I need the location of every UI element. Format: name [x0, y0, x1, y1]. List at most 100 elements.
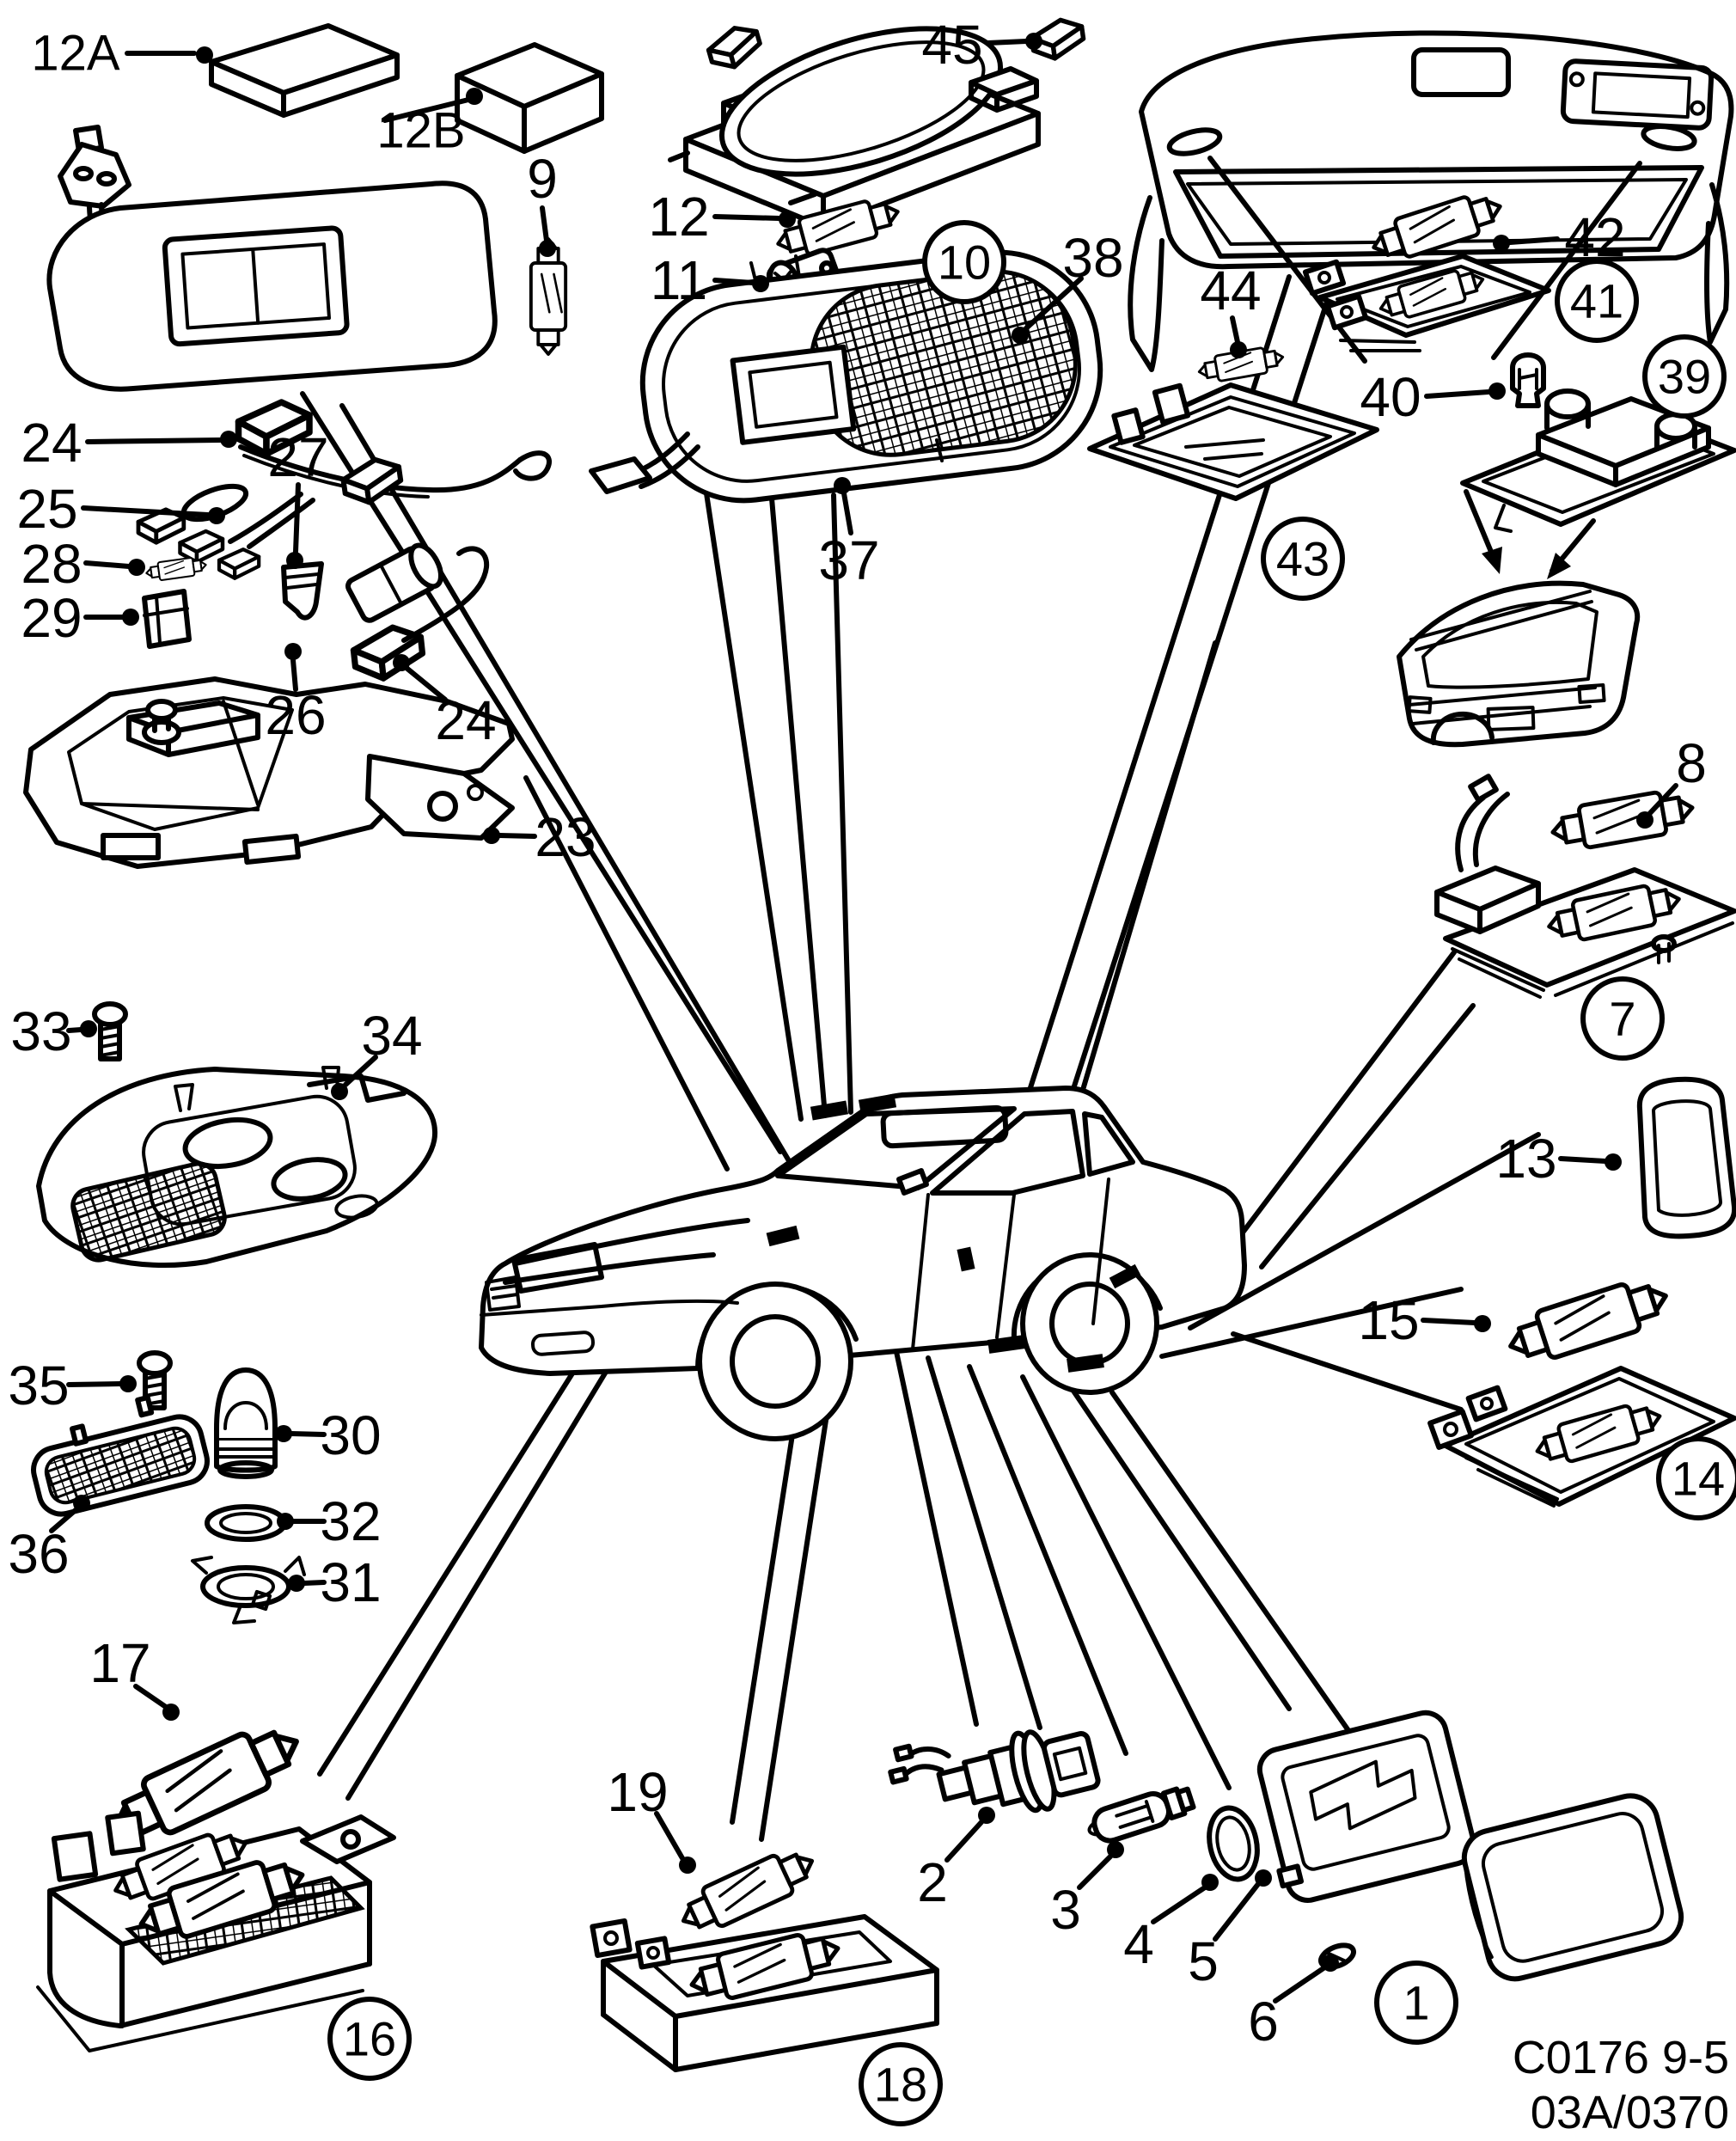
svg-text:33: 33: [10, 1000, 71, 1062]
clip-29-icon: [142, 589, 192, 649]
svg-text:26: 26: [265, 684, 326, 746]
callout-19[interactable]: 19: [607, 1761, 696, 1874]
svg-text:24: 24: [435, 689, 496, 751]
callout-12B[interactable]: 12B: [376, 88, 483, 159]
svg-text:5: 5: [1188, 1930, 1219, 1992]
callout-37[interactable]: 37: [818, 477, 880, 591]
callout-7[interactable]: 7: [1580, 976, 1665, 1061]
svg-text:8: 8: [1676, 732, 1707, 794]
callout-13[interactable]: 13: [1495, 1128, 1622, 1190]
svg-text:2: 2: [917, 1851, 948, 1913]
door-lamp-frame-5: [1256, 1710, 1476, 1903]
svg-text:14: 14: [1672, 1452, 1725, 1506]
svg-text:27: 27: [267, 426, 328, 488]
callout-24[interactable]: 24: [393, 654, 497, 751]
callout-5[interactable]: 5: [1188, 1869, 1272, 1992]
callout-41[interactable]: 41: [1555, 259, 1639, 343]
interior-lamp-16: [36, 1810, 396, 2052]
svg-text:29: 29: [21, 587, 82, 649]
callout-27[interactable]: 27: [267, 426, 329, 569]
callout-40[interactable]: 40: [1360, 366, 1506, 428]
svg-text:38: 38: [1062, 227, 1123, 289]
car-sedan: [479, 1086, 1247, 1441]
callout-28[interactable]: 28: [21, 533, 145, 595]
callout-6[interactable]: 6: [1248, 1954, 1339, 2052]
callout-42[interactable]: 42: [1493, 206, 1626, 268]
callout-12[interactable]: 12: [648, 186, 796, 248]
callout-17[interactable]: 17: [89, 1632, 180, 1721]
svg-text:40: 40: [1360, 366, 1421, 428]
callout-29[interactable]: 29: [21, 587, 139, 649]
courtesy-lamp-wiring-harness: [138, 402, 552, 649]
svg-text:7: 7: [1609, 992, 1635, 1046]
callout-12A[interactable]: 12A: [31, 26, 213, 82]
callout-30[interactable]: 30: [275, 1404, 382, 1466]
figure-code-line1: C0176 9-5: [1513, 2032, 1729, 2083]
callout-43[interactable]: 43: [1261, 517, 1345, 601]
svg-text:16: 16: [343, 2012, 396, 2066]
callout-14[interactable]: 14: [1656, 1436, 1736, 1520]
callout-36[interactable]: 36: [8, 1495, 90, 1585]
svg-text:43: 43: [1276, 532, 1330, 586]
callout-18[interactable]: 18: [859, 2042, 943, 2126]
svg-text:17: 17: [89, 1632, 150, 1694]
callout-23[interactable]: 23: [483, 806, 596, 868]
svg-text:39: 39: [1658, 350, 1711, 404]
callout-38[interactable]: 38: [1012, 227, 1124, 344]
mounting-bracket-23: [23, 676, 515, 869]
callout-31[interactable]: 31: [288, 1551, 382, 1613]
screw-33-icon: [95, 1004, 125, 1059]
lamp-grille-36: [31, 1394, 210, 1517]
callout-25[interactable]: 25: [16, 478, 225, 540]
callout-24[interactable]: 24: [21, 412, 237, 474]
svg-text:36: 36: [8, 1523, 69, 1585]
svg-text:42: 42: [1564, 206, 1625, 268]
connector-24b: [351, 546, 490, 681]
roof-module-10: [668, 0, 1041, 229]
callout-4[interactable]: 4: [1123, 1874, 1219, 1975]
wedge-bulb-3: [1087, 1786, 1196, 1844]
callout-35[interactable]: 35: [8, 1355, 137, 1416]
courtesy-lamp-14: [1427, 1366, 1736, 1508]
svg-text:45: 45: [921, 14, 982, 76]
svg-text:4: 4: [1123, 1913, 1154, 1975]
seal-ring-4: [1207, 1805, 1260, 1882]
callout-45[interactable]: 45: [921, 14, 1042, 76]
luggage-lamp-7: [1434, 774, 1736, 999]
door-lamp-lens-1: [1461, 1793, 1684, 1982]
callout-33[interactable]: 33: [10, 1000, 97, 1062]
callout-32[interactable]: 32: [277, 1490, 382, 1552]
lamp-housing-43: [1087, 382, 1379, 501]
wedge-bulb-40: [1510, 352, 1546, 408]
svg-text:12B: 12B: [376, 103, 465, 159]
wagon-rear-view: [1397, 489, 1641, 748]
callout-39[interactable]: 39: [1642, 334, 1727, 419]
callout-34[interactable]: 34: [331, 1005, 423, 1100]
callout-10[interactable]: 10: [922, 220, 1006, 304]
callout-3[interactable]: 3: [1050, 1841, 1124, 1941]
luggage-lamp-41: [1302, 254, 1551, 352]
svg-text:23: 23: [535, 806, 596, 868]
callout-26[interactable]: 26: [265, 643, 327, 746]
svg-text:1: 1: [1403, 1976, 1429, 2030]
callout-9[interactable]: 9: [527, 148, 558, 257]
callout-16[interactable]: 16: [327, 1997, 412, 2081]
callout-44[interactable]: 44: [1200, 260, 1262, 358]
festoon-bulb-15-icon: [1503, 1273, 1673, 1370]
svg-text:9: 9: [527, 148, 558, 210]
svg-text:35: 35: [8, 1355, 69, 1416]
callout-15[interactable]: 15: [1358, 1289, 1491, 1351]
cargo-lamp-housing-39: [1460, 388, 1736, 533]
festoon-bulb-8-icon: [1550, 786, 1696, 853]
callout-11[interactable]: 11: [651, 249, 769, 311]
svg-text:13: 13: [1495, 1128, 1556, 1190]
callout-2[interactable]: 2: [917, 1807, 995, 1913]
callout-1[interactable]: 1: [1374, 1961, 1458, 2045]
svg-text:10: 10: [938, 236, 991, 290]
callout-8[interactable]: 8: [1636, 732, 1707, 829]
lamp-lens-13: [1636, 1076, 1736, 1239]
svg-text:18: 18: [874, 2058, 927, 2112]
svg-text:41: 41: [1570, 274, 1623, 328]
